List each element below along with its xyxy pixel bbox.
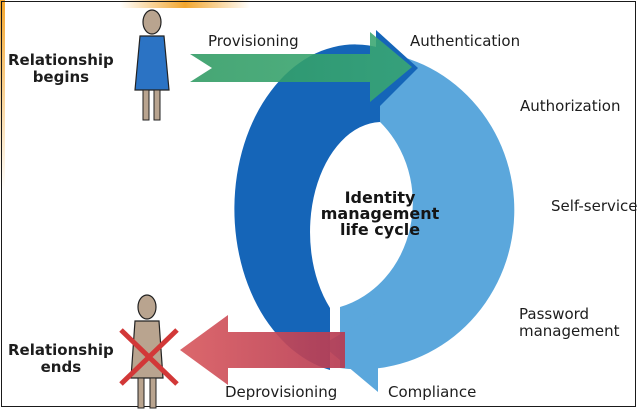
relationship-ends-line1: Relationship [8,341,114,359]
compliance-label: Compliance [388,383,477,401]
center-title-line1: Identity [344,188,416,207]
center-title: Identity management life cycle [300,190,460,238]
self-service-label: Self-service [551,197,638,215]
person-begins-icon [134,9,170,121]
red-x-icon [119,328,179,386]
cycle-dark-blue-arc [234,44,380,370]
authentication-label: Authentication [410,32,521,50]
password-management-label: Password management [519,306,619,340]
provisioning-arrow [190,32,412,102]
authorization-label: Authorization [520,97,621,115]
password-line1: Password [519,305,590,323]
password-line2: management [519,322,620,340]
orange-accent-top [120,0,250,8]
orange-accent-left [0,0,5,190]
relationship-begins-line2: begins [32,68,90,86]
center-title-line2: management [320,204,440,223]
relationship-begins-label: Relationship begins [8,52,114,86]
center-title-line3: life cycle [339,220,421,239]
deprovisioning-arrow [180,315,345,385]
relationship-begins-line1: Relationship [8,51,114,69]
relationship-ends-line2: ends [40,358,82,376]
cycle-light-blue-arc [340,52,515,370]
provisioning-label: Provisioning [208,32,299,50]
relationship-ends-label: Relationship ends [8,342,114,376]
cycle-bottom-arrowhead [322,312,378,392]
deprovisioning-label: Deprovisioning [225,383,338,401]
